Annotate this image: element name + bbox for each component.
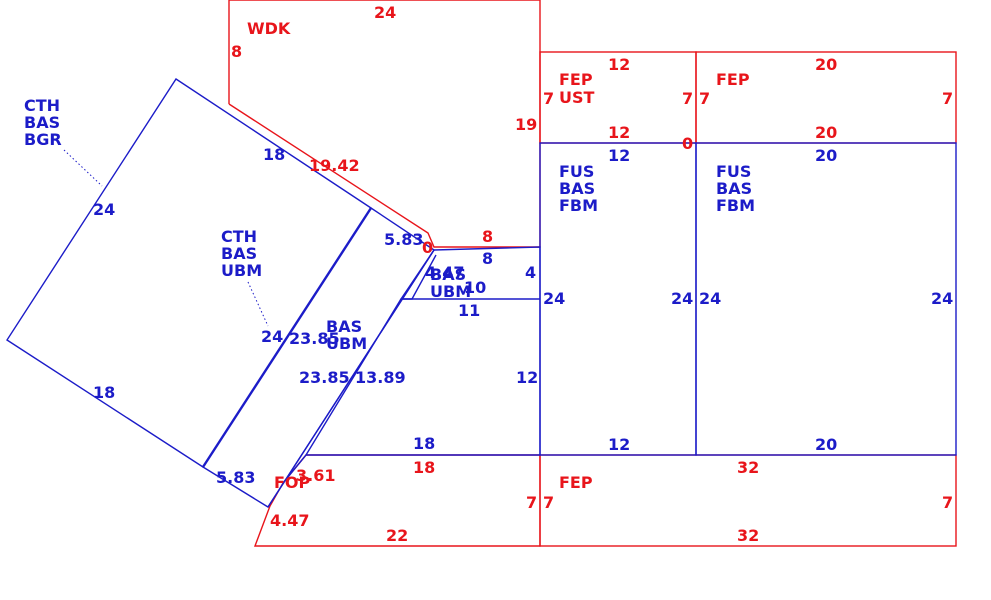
dim-fep-bottom-left: 7 [543, 493, 554, 512]
dim-fep-bottom-bottom: 32 [737, 526, 759, 545]
dim-fop-361: 3.61 [296, 466, 335, 485]
dim-fep-ust-top: 12 [608, 55, 630, 74]
dim-fus-left-top: 12 [608, 146, 630, 165]
dim-fep-right-right: 7 [942, 89, 953, 108]
cth-ubm-leader [247, 281, 269, 327]
dim-fep-ust-right: 7 [682, 89, 693, 108]
dim-fep-right-left: 7 [699, 89, 710, 108]
dim-fep-ust-left: 7 [543, 89, 554, 108]
fus-right-area-label-3: FBM [716, 196, 755, 215]
cth-bgr-area-label-2: BAS [24, 113, 60, 132]
dim-fus-left-bottom: 12 [608, 435, 630, 454]
dim-zero-top: 0 [682, 134, 693, 153]
dim-ubm-right: 23.85 [289, 329, 340, 348]
dim-zero-mid: 0 [422, 238, 433, 257]
dim-red-8: 8 [482, 227, 493, 246]
dim-wdk-top: 24 [374, 3, 396, 22]
dim-fop-447: 4.47 [270, 511, 309, 530]
dim-bas-right: 13.89 [355, 368, 406, 387]
dim-fep-right-top: 20 [815, 55, 837, 74]
dim-fep-right-bottom: 20 [815, 123, 837, 142]
dim-fep-ust-bottom: 12 [608, 123, 630, 142]
cth-bgr-area-label-3: BGR [24, 130, 62, 149]
fus-right-area-label-2: BAS [716, 179, 752, 198]
dim-wdk-diagonal: 19.42 [309, 156, 360, 175]
dim-blue-4: 4 [525, 263, 536, 282]
dim-bgr-bottom: 18 [93, 383, 115, 402]
dim-bas-bottom: 18 [413, 434, 435, 453]
cth-ubm-area-label-1: CTH [221, 227, 257, 246]
dim-blue-447: 4.47 [425, 263, 464, 282]
bas-ubm-outline [282, 246, 541, 484]
fep-ust-area-label-2: UST [559, 88, 595, 107]
dim-fus-right-right: 24 [931, 289, 953, 308]
dim-blue-8: 8 [482, 249, 493, 268]
fus-right-outline [695, 142, 957, 456]
fus-right-area-label-1: FUS [716, 162, 751, 181]
dim-fep-bottom-top: 32 [737, 458, 759, 477]
fop-area-label: FOP [274, 473, 311, 492]
dim-fus-left-right: 24 [671, 289, 693, 308]
dim-fus-left-left: 24 [543, 289, 565, 308]
bas-ubm-area-label-2: UBM [326, 334, 367, 353]
fus-left-area-label-3: FBM [559, 196, 598, 215]
dim-bgr-left: 24 [93, 200, 115, 219]
dim-blue-11: 11 [458, 301, 480, 320]
cth-ubm-side [201, 207, 373, 468]
fus-left-area-label-1: FUS [559, 162, 594, 181]
dim-fus-right-left: 24 [699, 289, 721, 308]
bas-ubm-area-label-1: BAS [326, 317, 362, 336]
dim-fep-bottom-right: 7 [942, 493, 953, 512]
cth-bgr-leader [63, 149, 103, 187]
dim-fus-right-top: 20 [815, 146, 837, 165]
dim-ubm-top: 5.83 [384, 230, 423, 249]
dim-bas-left: 23.85 [299, 368, 350, 387]
cth-bgr-area-label-1: CTH [24, 96, 60, 115]
dim-ubm-bottom: 5.83 [216, 468, 255, 487]
fep-ust-area-label: FEP [559, 70, 593, 89]
fus-left-area-label-2: BAS [559, 179, 595, 198]
fep-top-right-area-label: FEP [716, 70, 750, 89]
dim-wdk-right: 19 [515, 115, 537, 134]
dim-fop-top: 18 [413, 458, 435, 477]
fep-bottom-area-label: FEP [559, 473, 593, 492]
dim-fop-bottom: 22 [386, 526, 408, 545]
dim-ubm-left: 24 [261, 327, 283, 346]
dim-bgr-top: 18 [263, 145, 285, 164]
wdk-area-label: WDK [247, 19, 291, 38]
dim-fus-right-bottom: 20 [815, 435, 837, 454]
dim-fop-right: 7 [526, 493, 537, 512]
bas-ubm-small-area-label-1: BAS [430, 265, 466, 284]
dim-bas-right-side: 12 [516, 368, 538, 387]
dim-wdk-left: 8 [231, 42, 242, 61]
dim-blue-10: 10 [464, 278, 486, 297]
cth-ubm-area-label-3: UBM [221, 261, 262, 280]
cth-ubm-area-label-2: BAS [221, 244, 257, 263]
bas-ubm-small-area-label-2: UBM [430, 282, 471, 301]
bas-ubm-shared-edge [267, 249, 435, 508]
